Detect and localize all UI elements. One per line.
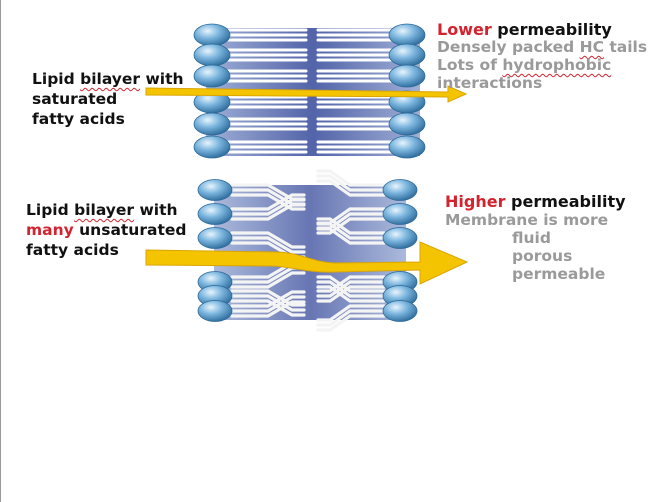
lipid-head [197,203,233,225]
note-lots-of: Lots of [437,56,503,74]
unsaturated-tail [230,300,306,318]
lower-permeability-title: Lower permeability [437,20,612,40]
note-densely-packed: Densely packed [437,38,580,56]
unsaturated-tail [316,314,386,332]
unsaturated-tail [316,169,386,187]
saturated-label: Lipid bilayer with saturated fatty acids [32,69,184,129]
note-membrane-more: Membrane is more [445,211,609,229]
saturated-label-line3: fatty acids [32,110,125,128]
left-border [0,0,1,502]
note-tails: tails [603,38,648,56]
lipid-head [197,179,233,201]
higher-title-rest: permeability [505,192,626,211]
saturated-label-line2: saturated [32,90,118,108]
unsaturated-tail [230,193,306,211]
unsaturated-tail [316,309,386,327]
higher-word: Higher [445,192,506,211]
lipid-head [197,227,233,249]
unsaturated-tail [230,231,306,249]
arrow-high-permeability [145,241,469,285]
saturated-label-word2: bilayer [80,70,141,88]
unsaturated-notes: Membrane is more fluid porous permeable [445,211,608,283]
note-interactions: interactions [437,74,543,92]
lipid-head [197,300,233,322]
lipid-head [193,43,231,67]
saturated-label-word1: Lipid [32,70,81,88]
lower-title-rest: permeability [491,20,612,39]
lipid-head [388,135,426,159]
many-word: many [26,221,74,239]
unsaturated-tail [316,227,386,245]
lipid-head [388,112,426,136]
unsaturated-tail [230,203,306,221]
lipid-head [382,179,418,201]
unsaturated-label-line3: fatty acids [26,241,119,259]
unsaturated-tail [230,271,306,289]
arrow-low-permeability [145,85,468,103]
lower-word: Lower [437,20,492,39]
lipid-head [388,43,426,67]
unsaturated-tail [230,198,306,216]
unsaturated-bilayer [197,169,418,332]
unsaturated-label-word2: bilayer [74,201,135,219]
lipid-head [388,64,426,88]
unsaturated-tail [316,174,386,192]
unsaturated-tail [316,285,386,303]
note-fluid: fluid [512,229,551,247]
unsaturated-tail [316,222,386,240]
unsaturated-tail [316,280,386,298]
note-porous: porous [512,247,573,265]
note-hc: HC [579,38,604,56]
unsaturated-tail [316,217,386,235]
unsaturated-tail [230,295,306,313]
unsaturated-label: Lipid bilayer with many unsaturated fatt… [26,200,186,260]
lipid-head [193,23,231,47]
note-hydrophobic: hydrophobic [502,56,612,74]
lipid-head [193,112,231,136]
lipid-head [388,23,426,47]
lipid-head [382,300,418,322]
unsaturated-tail [230,236,306,254]
higher-permeability-title: Higher permeability [445,192,626,212]
unsaturated-label-word1: Lipid [26,201,75,219]
saturated-bilayer [193,23,426,159]
unsaturated-word: unsaturated [73,221,187,239]
unsaturated-tail [230,290,306,308]
lipid-head [193,64,231,88]
unsaturated-tail [316,179,386,197]
lipid-head [382,203,418,225]
unsaturated-tail [316,304,386,322]
note-permeable: permeable [512,265,606,283]
lipid-head [382,227,418,249]
saturated-notes: Densely packed HC tails Lots of hydropho… [437,38,647,92]
unsaturated-tail [316,275,386,293]
saturated-label-word3: with [140,70,184,88]
lipid-head [193,135,231,159]
unsaturated-label-word3: with [134,201,178,219]
